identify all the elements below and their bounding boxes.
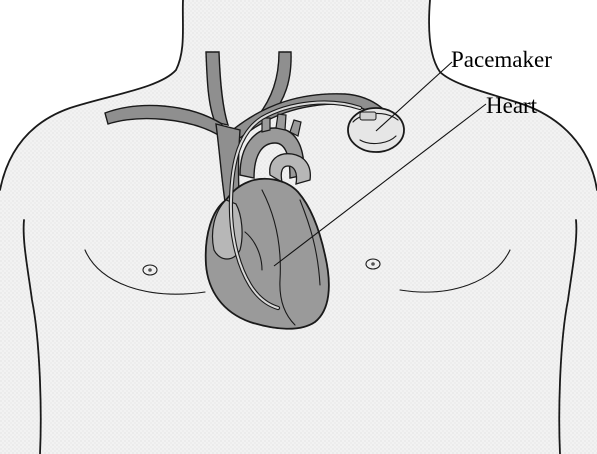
aortic-branch-1: [262, 118, 270, 132]
pacemaker-device-icon: [348, 108, 404, 152]
pacemaker-label: Pacemaker: [451, 47, 552, 72]
aortic-branch-2: [276, 114, 286, 130]
heart-label: Heart: [486, 93, 538, 118]
